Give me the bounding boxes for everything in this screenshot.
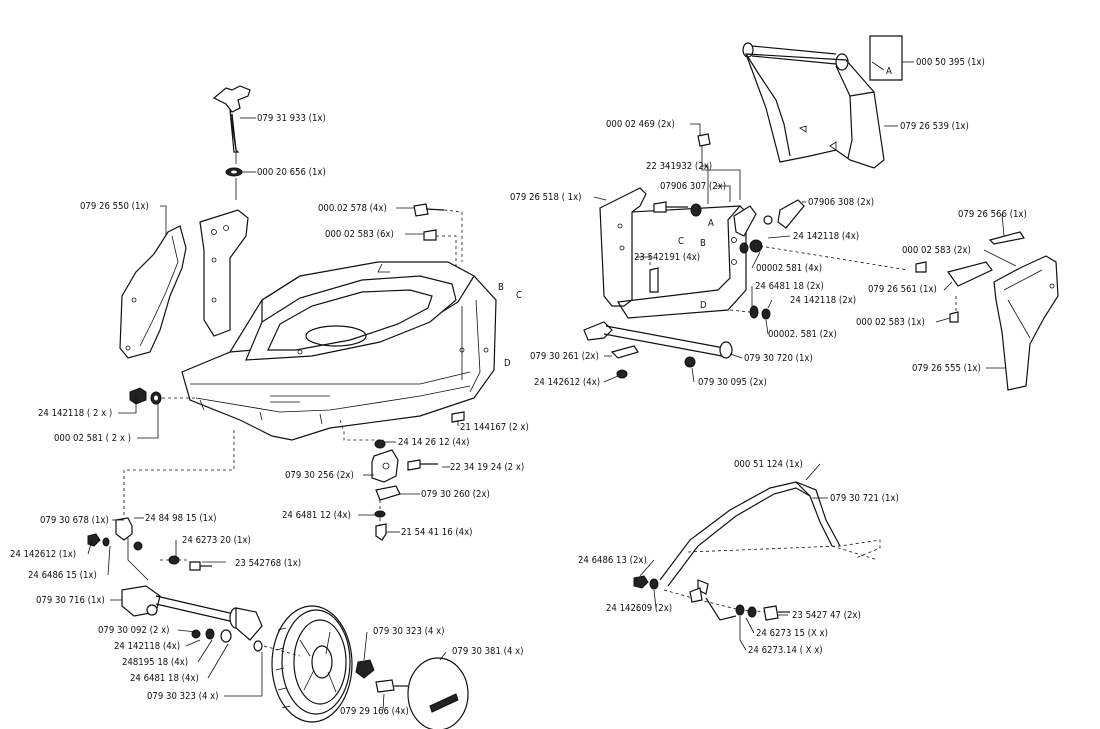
part-label: 079 30 261 (2x) — [530, 351, 599, 362]
grass-bag-frame-part — [869, 35, 903, 81]
part-label: 079 30 260 (2x) — [421, 489, 490, 500]
hinge-bolts-part — [649, 133, 763, 293]
part-label: 21 54 41 16 (4x) — [401, 527, 473, 538]
part-label: 24 6481 18 (4x) — [130, 673, 199, 684]
part-label: 24 142118 (4x) — [793, 231, 859, 242]
right-flap-bracket-part — [915, 231, 1025, 323]
part-label: 07906 307 (2x) — [660, 181, 726, 192]
lever-part — [87, 517, 143, 551]
ref-letter: C — [678, 236, 684, 247]
part-label: 23 5427 47 (2x) — [792, 610, 861, 621]
mower-deck-part — [181, 261, 497, 441]
part-label: 24 142612 (1x) — [10, 549, 76, 560]
reference-letters: A A B B C C D D — [498, 66, 892, 369]
ref-letter: D — [700, 300, 707, 311]
part-label: 000 02 583 (6x) — [325, 229, 394, 240]
axle-bracket-part — [121, 585, 263, 641]
handle-fixing-part — [633, 575, 790, 621]
ref-letter: A — [708, 218, 714, 229]
ref-letter: C — [516, 290, 522, 301]
part-label: 22 34 19 24 (2 x) — [450, 462, 524, 473]
part-label: 07906 308 (2x) — [808, 197, 874, 208]
push-handle-part — [659, 481, 881, 621]
part-label: 000 02 469 (2x) — [606, 119, 675, 130]
part-label: 000 02 583 (2x) — [902, 245, 971, 256]
part-label: 079 26 566 (1x) — [958, 209, 1027, 220]
part-label: 079 30 095 (2x) — [698, 377, 767, 388]
part-label: 079 26 555 (1x) — [912, 363, 981, 374]
part-label: 24 6273 15 (X x) — [756, 628, 828, 639]
ref-letter: B — [700, 238, 706, 249]
ref-letter: A — [886, 66, 892, 77]
part-label: 079 26 539 (1x) — [900, 121, 969, 132]
part-label: 23 542191 (4x) — [634, 252, 700, 263]
part-label: 000 20 656 (1x) — [257, 167, 326, 178]
wheel-part — [271, 605, 353, 723]
rear-rod-part — [583, 321, 733, 379]
washer-part — [225, 167, 243, 177]
part-label: 079 30 256 (2x) — [285, 470, 354, 481]
part-label: 079 31 933 (1x) — [257, 113, 326, 124]
deck-side-bolt-part — [451, 411, 465, 423]
spacer-parts — [168, 555, 263, 652]
part-label: 24 6486 13 (2x) — [578, 555, 647, 566]
part-label: 21 144167 (2 x) — [460, 422, 529, 433]
part-label: 000 50 395 (1x) — [916, 57, 985, 68]
part-label: 000.02 578 (4x) — [318, 203, 387, 214]
wheel-bearing-part — [355, 659, 408, 693]
part-label: 24 6486 15 (1x) — [28, 570, 97, 581]
side-flap-right-part — [993, 255, 1059, 391]
part-label: 00002 581 (4x) — [756, 263, 822, 274]
part-labels: 079 31 933 (1x) 000 20 656 (1x) 079 26 5… — [10, 57, 1027, 717]
part-label: 000 02 581 ( 2 x ) — [54, 433, 131, 444]
ref-letter: D — [504, 358, 511, 369]
part-label: 079 30 092 (2 x) — [98, 625, 170, 636]
part-label: 24 142118 (4x) — [114, 641, 180, 652]
deck-bolt-part — [413, 203, 445, 241]
side-flap-left-part — [119, 225, 187, 359]
nut-washer-left-part — [129, 387, 162, 405]
ref-letter: B — [498, 282, 504, 293]
part-label: 079 30 381 (4 x) — [452, 646, 524, 657]
part-label: 22 341932 (2x) — [646, 161, 712, 172]
part-label: 24 6273 20 (1x) — [182, 535, 251, 546]
part-label: 23 542768 (1x) — [235, 558, 301, 569]
part-label: 079 26 561 (1x) — [868, 284, 937, 295]
mount-bracket-part — [199, 209, 249, 337]
part-label: 079 30 678 (1x) — [40, 515, 109, 526]
rear-bracket-part — [599, 187, 747, 319]
handle-knob-part — [212, 85, 251, 153]
part-label: 24 142118 (2x) — [790, 295, 856, 306]
part-label: 24 6481 12 (4x) — [282, 510, 351, 521]
part-label: 079 30 721 (1x) — [830, 493, 899, 504]
hinge-plate-part — [733, 199, 805, 237]
part-label: 079 30 323 (4 x) — [147, 691, 219, 702]
hubcap-part — [407, 657, 469, 729]
part-label: 079 26 518 ( 1x) — [510, 192, 582, 203]
part-label: 000 51 124 (1x) — [734, 459, 803, 470]
part-label: 24 6273.14 ( X x) — [748, 645, 823, 656]
leader-lines — [87, 61, 1017, 711]
part-label: 24 6481 18 (2x) — [755, 281, 824, 292]
part-label: 24 142118 ( 2 x ) — [38, 408, 112, 419]
washer-nut-right-part — [749, 305, 771, 320]
part-label: 24 84 98 15 (1x) — [145, 513, 217, 524]
part-label: 079 26 550 (1x) — [80, 201, 149, 212]
part-label: 000 02 583 (1x) — [856, 317, 925, 328]
part-label: 079 30 720 (1x) — [744, 353, 813, 364]
part-label: 24 142609 (2x) — [606, 603, 672, 614]
part-label: 24 142612 (4x) — [534, 377, 600, 388]
part-label: 24 14 26 12 (4x) — [398, 437, 470, 448]
part-label: 079 29 166 (4x) — [340, 706, 409, 717]
height-bracket-part — [371, 439, 438, 541]
grass-bag-part — [742, 42, 885, 169]
part-label: 00002. 581 (2x) — [768, 329, 837, 340]
part-label: 079 30 716 (1x) — [36, 595, 105, 606]
part-label: 248195 18 (4x) — [122, 657, 188, 668]
part-label: 079 30 323 (4 x) — [373, 626, 445, 637]
